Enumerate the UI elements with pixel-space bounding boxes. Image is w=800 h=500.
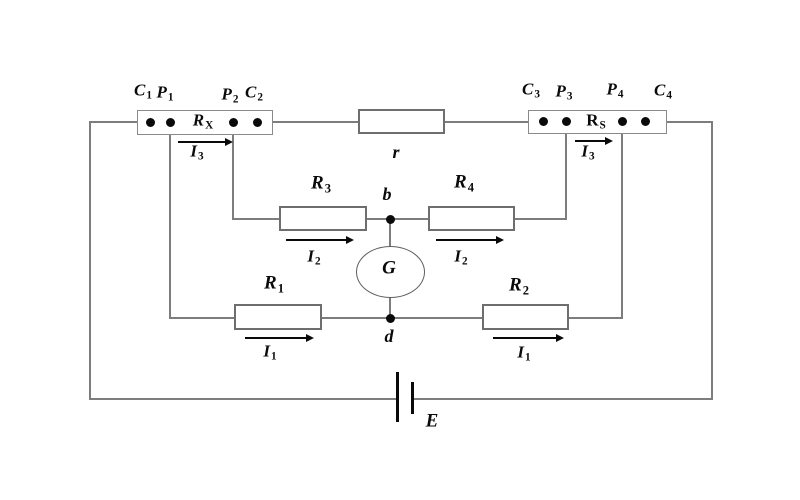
wire-galvanometer-to-d <box>389 296 391 318</box>
label-p4: P4 <box>606 79 624 102</box>
wire-bottom-left <box>89 398 397 400</box>
terminal-dot-p3 <box>562 117 571 126</box>
current-arrow-i2-left <box>286 236 354 244</box>
label-c2: C2 <box>245 82 263 105</box>
terminal-dot-c2 <box>253 118 262 127</box>
label-i1-right: I1 <box>517 342 531 365</box>
resistor-r2-box <box>482 304 569 330</box>
resistor-r3-box <box>279 206 367 231</box>
wire-left-vertical <box>89 121 91 400</box>
label-c4: C4 <box>654 80 672 103</box>
label-r3: R3 <box>311 172 331 196</box>
battery-plate-short <box>411 382 414 414</box>
node-dot-d <box>386 314 395 323</box>
wire-right-vertical <box>711 121 713 400</box>
label-battery: E <box>425 410 439 432</box>
label-rs: RS <box>586 110 606 133</box>
wire-middle-row <box>232 218 567 220</box>
battery-plate-long <box>396 372 399 422</box>
terminal-box-rx <box>137 110 273 135</box>
terminal-dot-p2 <box>229 118 238 127</box>
terminal-dot-p4 <box>618 117 627 126</box>
label-i1-left: I1 <box>263 341 277 364</box>
label-galvanometer: G <box>382 257 396 279</box>
terminal-dot-p1 <box>166 118 175 127</box>
label-rx: RX <box>192 110 214 133</box>
wire-lower-row <box>169 317 623 319</box>
node-dot-b <box>386 215 395 224</box>
label-c3: C3 <box>522 79 540 102</box>
label-r: r <box>392 142 400 162</box>
wire-p1-down <box>169 123 171 319</box>
terminal-dot-c3 <box>539 117 548 126</box>
current-arrow-i3-left <box>178 138 233 146</box>
label-c1: C1 <box>134 80 152 103</box>
terminal-dot-c4 <box>641 117 650 126</box>
label-r1: R1 <box>264 272 284 296</box>
label-r2: R2 <box>509 274 529 298</box>
label-i2-right: I2 <box>454 246 468 269</box>
resistor-r-box <box>358 109 445 134</box>
wire-p3-down <box>565 123 567 219</box>
galvanometer-circle <box>356 246 425 298</box>
wire-b-to-galvanometer <box>389 219 391 248</box>
wire-p2-down <box>232 123 234 219</box>
wire-bottom-right <box>413 398 713 400</box>
current-arrow-i1-left <box>245 334 314 342</box>
resistor-r1-box <box>234 304 322 330</box>
label-i3-right: I3 <box>581 141 595 164</box>
label-i3-left: I3 <box>190 141 204 164</box>
current-arrow-i3-right <box>575 137 613 145</box>
wire-p4-down <box>621 123 623 319</box>
label-r4: R4 <box>454 171 474 195</box>
terminal-dot-c1 <box>146 118 155 127</box>
current-arrow-i2-right <box>436 236 504 244</box>
label-node-b: b <box>382 184 392 204</box>
label-p1: P1 <box>156 82 174 105</box>
label-i2-left: I2 <box>307 246 321 269</box>
current-arrow-i1-right <box>493 334 564 342</box>
label-node-d: d <box>384 326 394 346</box>
label-p2: P2 <box>221 84 239 107</box>
resistor-r4-box <box>428 206 515 231</box>
label-p3: P3 <box>555 81 573 104</box>
